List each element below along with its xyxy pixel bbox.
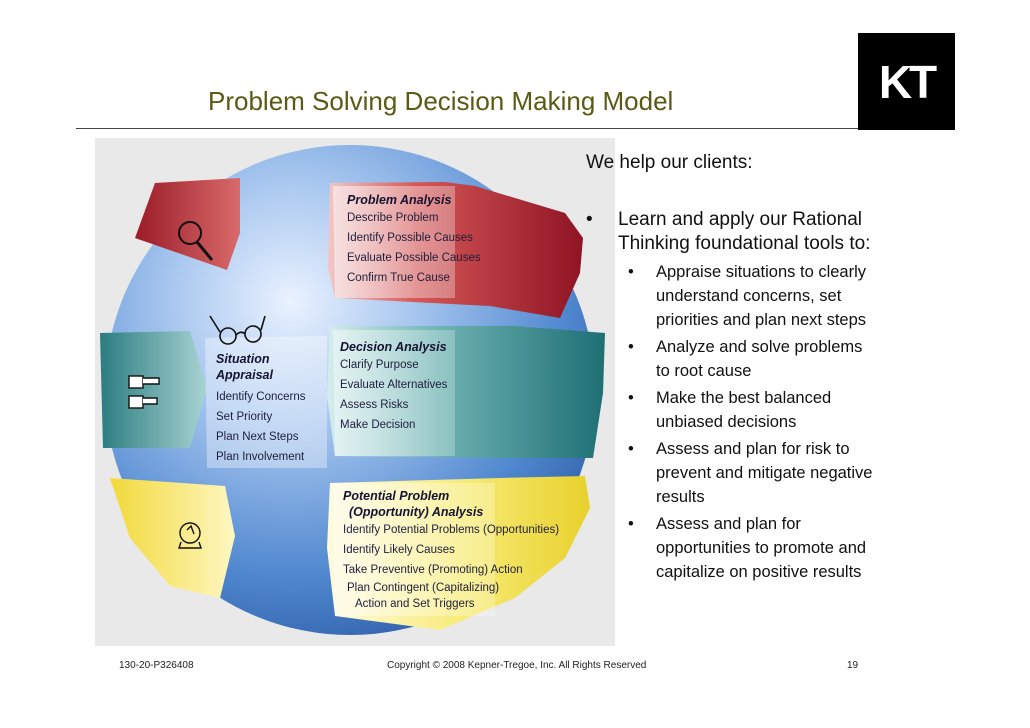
decision-analysis-block: Decision Analysis Clarify Purpose Evalua… [340, 339, 447, 435]
bullet-glyph: • [628, 335, 634, 359]
decision-analysis-item: Evaluate Alternatives [340, 375, 447, 395]
sub-bullet: • Make the best balanced unbiased decisi… [586, 386, 926, 434]
sub-bullet-line: results [656, 485, 926, 509]
document-code: 130-20-P326408 [119, 660, 194, 671]
sub-bullet-line: unbiased decisions [656, 410, 926, 434]
problem-analysis-item: Evaluate Possible Causes [347, 248, 481, 268]
decision-analysis-heading: Decision Analysis [340, 339, 447, 355]
sub-bullet-line: prevent and mitigate negative [656, 461, 926, 485]
bullet-glyph: • [628, 437, 634, 461]
potential-problem-item: Take Preventive (Promoting) Action [343, 560, 559, 580]
situation-appraisal-item: Identify Concerns [216, 387, 306, 407]
potential-problem-item: Identify Potential Problems (Opportuniti… [343, 520, 559, 540]
problem-analysis-block: Problem Analysis Describe Problem Identi… [347, 192, 481, 288]
potential-problem-item: Action and Set Triggers [343, 596, 559, 612]
bullet-glyph: • [586, 208, 593, 232]
sub-bullet: • Assess and plan for opportunities to p… [586, 512, 926, 584]
sub-bullet-line: capitalize on positive results [656, 560, 926, 584]
sub-bullet-line: opportunities to promote and [656, 536, 926, 560]
title-divider [76, 128, 858, 129]
sub-bullet-line: to root cause [656, 359, 926, 383]
benefits-panel: We help our clients: • Learn and apply o… [586, 150, 926, 587]
main-bullet-line: Learn and apply our Rational [618, 208, 926, 232]
problem-analysis-item: Describe Problem [347, 208, 481, 228]
copyright-notice: Copyright © 2008 Kepner-Tregoe, Inc. All… [387, 660, 646, 671]
potential-problem-item: Plan Contingent (Capitalizing) [343, 580, 559, 596]
situation-appraisal-heading-line2: Appraisal [216, 367, 306, 383]
potential-problem-item: Identify Likely Causes [343, 540, 559, 560]
situation-appraisal-item: Set Priority [216, 407, 306, 427]
sub-bullet-line: Make the best balanced [656, 386, 926, 410]
sub-bullet-line: Appraise situations to clearly [656, 260, 926, 284]
decision-analysis-item: Clarify Purpose [340, 355, 447, 375]
sub-bullet: • Analyze and solve problems to root cau… [586, 335, 926, 383]
sub-bullet: • Appraise situations to clearly underst… [586, 260, 926, 332]
situation-appraisal-block: Situation Appraisal Identify Concerns Se… [216, 351, 306, 467]
main-bullet: • Learn and apply our Rational Thinking … [586, 208, 926, 256]
situation-appraisal-heading: Situation [216, 351, 306, 367]
sub-bullet-line: priorities and plan next steps [656, 308, 926, 332]
bullet-glyph: • [628, 512, 634, 536]
intro-text: We help our clients: [586, 150, 926, 176]
page-number: 19 [847, 660, 858, 671]
problem-analysis-item: Identify Possible Causes [347, 228, 481, 248]
situation-appraisal-item: Plan Next Steps [216, 427, 306, 447]
sub-bullet-line: Assess and plan for risk to [656, 437, 926, 461]
page-title: Problem Solving Decision Making Model [208, 86, 673, 117]
bullet-glyph: • [628, 260, 634, 284]
sub-bullet: • Assess and plan for risk to prevent an… [586, 437, 926, 509]
sub-bullet-line: understand concerns, set [656, 284, 926, 308]
problem-analysis-heading: Problem Analysis [347, 192, 481, 208]
problem-analysis-item: Confirm True Cause [347, 268, 481, 288]
potential-problem-block: Potential Problem (Opportunity) Analysis… [343, 488, 559, 612]
potential-problem-heading: Potential Problem [343, 488, 559, 504]
main-bullet-line: Thinking foundational tools to: [618, 232, 926, 256]
bullet-glyph: • [628, 386, 634, 410]
kt-logo: KT [858, 33, 955, 130]
sub-bullet-line: Analyze and solve problems [656, 335, 926, 359]
decision-model-diagram: Problem Analysis Describe Problem Identi… [95, 138, 615, 646]
decision-analysis-item: Assess Risks [340, 395, 447, 415]
situation-appraisal-item: Plan Involvement [216, 447, 306, 467]
decision-analysis-item: Make Decision [340, 415, 447, 435]
sub-bullet-line: Assess and plan for [656, 512, 926, 536]
potential-problem-heading-line2: (Opportunity) Analysis [343, 504, 559, 520]
